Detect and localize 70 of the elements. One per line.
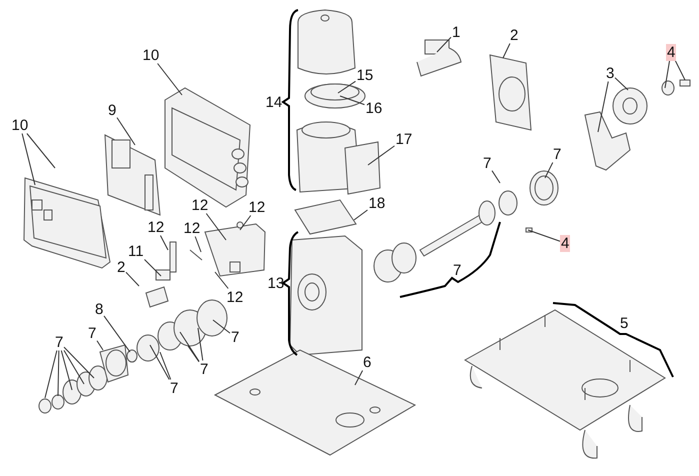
leader-line	[598, 81, 609, 132]
leader-line	[188, 346, 200, 362]
callout-number: 14	[264, 94, 284, 110]
callout-number: 17	[394, 130, 414, 148]
leader-line	[157, 63, 182, 96]
leader-line	[126, 272, 140, 286]
callout-number: 11	[127, 242, 145, 260]
callout-number: 2	[116, 258, 126, 276]
callout-number: 16	[364, 100, 384, 116]
leader-line	[160, 352, 172, 380]
leader-line	[26, 133, 56, 168]
leader-line	[674, 60, 686, 80]
callout-number: 7	[54, 334, 64, 350]
leader-line	[664, 60, 670, 88]
leader-line	[116, 117, 136, 146]
leader-line	[354, 210, 368, 220]
leader-line	[64, 346, 94, 378]
callout-number: 7	[87, 324, 98, 342]
callout-number: 6	[362, 354, 372, 370]
leader-line	[180, 332, 200, 362]
callout-number: 12	[146, 218, 166, 236]
leader-line	[194, 236, 202, 252]
callout-number: 12	[226, 288, 244, 306]
callout-number: 4	[560, 234, 570, 252]
leader-line	[96, 340, 104, 350]
callout-number: 7	[199, 360, 210, 378]
leader-line	[206, 213, 226, 240]
leader-line	[44, 350, 58, 398]
leader-line	[436, 36, 452, 52]
callout-number: 7	[169, 380, 180, 396]
leader-line	[144, 259, 162, 276]
leader-line	[58, 350, 60, 396]
callout-number: 1	[451, 24, 462, 40]
callout-number: 7	[230, 328, 240, 346]
leader-line	[544, 162, 554, 178]
leader-line	[214, 272, 229, 289]
callout-number: 7	[452, 262, 462, 278]
leader-line	[338, 80, 356, 94]
callout-number: 15	[356, 66, 374, 84]
leader-line	[104, 315, 130, 352]
leader-line	[160, 235, 168, 250]
callout-number: 18	[368, 194, 386, 212]
leader-line	[502, 43, 510, 58]
callout-number: 9	[107, 102, 118, 118]
callout-number: 7	[552, 146, 562, 162]
callout-number: 2	[509, 26, 520, 44]
callout-number: 7	[482, 154, 492, 172]
callout-number: 13	[266, 274, 286, 292]
leader-line	[614, 77, 628, 90]
leader-line	[368, 145, 395, 166]
callout-number: 12	[190, 196, 210, 214]
leader-line	[212, 320, 230, 334]
leader-line	[198, 328, 204, 361]
leader-line	[528, 230, 560, 242]
leader-line	[64, 350, 84, 384]
callout-number: 5	[619, 314, 630, 332]
leader-line	[340, 96, 365, 106]
leader-line	[240, 215, 252, 230]
leader-line	[60, 350, 72, 390]
callout-number: 10	[142, 46, 160, 64]
callout-number: 12	[182, 220, 202, 236]
callout-number: 12	[248, 198, 266, 216]
callout-number: 8	[94, 300, 104, 318]
leader-line	[354, 370, 364, 386]
callout-number: 10	[10, 116, 30, 134]
leader-line	[150, 344, 170, 380]
leader-line	[492, 170, 500, 184]
leader-line	[22, 133, 36, 186]
callout-number: 3	[605, 64, 616, 82]
callout-number: 4	[666, 44, 676, 60]
